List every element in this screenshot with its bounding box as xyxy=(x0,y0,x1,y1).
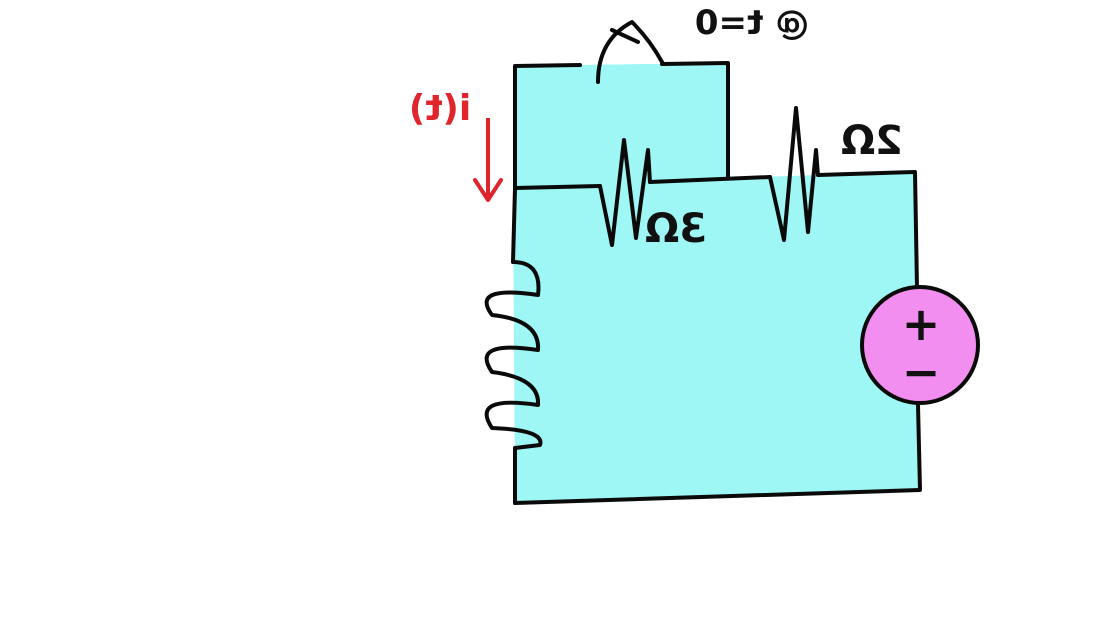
wires xyxy=(511,61,922,505)
resistor-2ohm-label: 2Ω xyxy=(841,118,903,164)
source-plus-label: + xyxy=(902,297,941,351)
wire-top-left xyxy=(513,63,582,190)
switch-label: @ t=0 xyxy=(695,3,809,43)
resistor-3ohm-label: 3Ω xyxy=(645,206,707,252)
arrow-down-icon xyxy=(473,118,503,202)
voltage-source-icon xyxy=(860,285,980,405)
resistor-2ohm xyxy=(768,106,820,242)
inductor-coil-icon xyxy=(484,260,543,450)
current-label: i(t) xyxy=(409,88,471,129)
circuit-fill xyxy=(513,63,918,503)
wire-right-bottom xyxy=(513,403,922,505)
wire-between-resistors xyxy=(648,175,772,184)
source-minus-label: − xyxy=(902,345,941,399)
resistor-3ohm xyxy=(598,138,652,247)
wire-left-upper xyxy=(511,186,517,264)
wire-right-top xyxy=(816,170,919,290)
switch-icon xyxy=(596,20,664,84)
wire-top-right xyxy=(660,61,730,180)
wire-middle xyxy=(513,184,602,190)
